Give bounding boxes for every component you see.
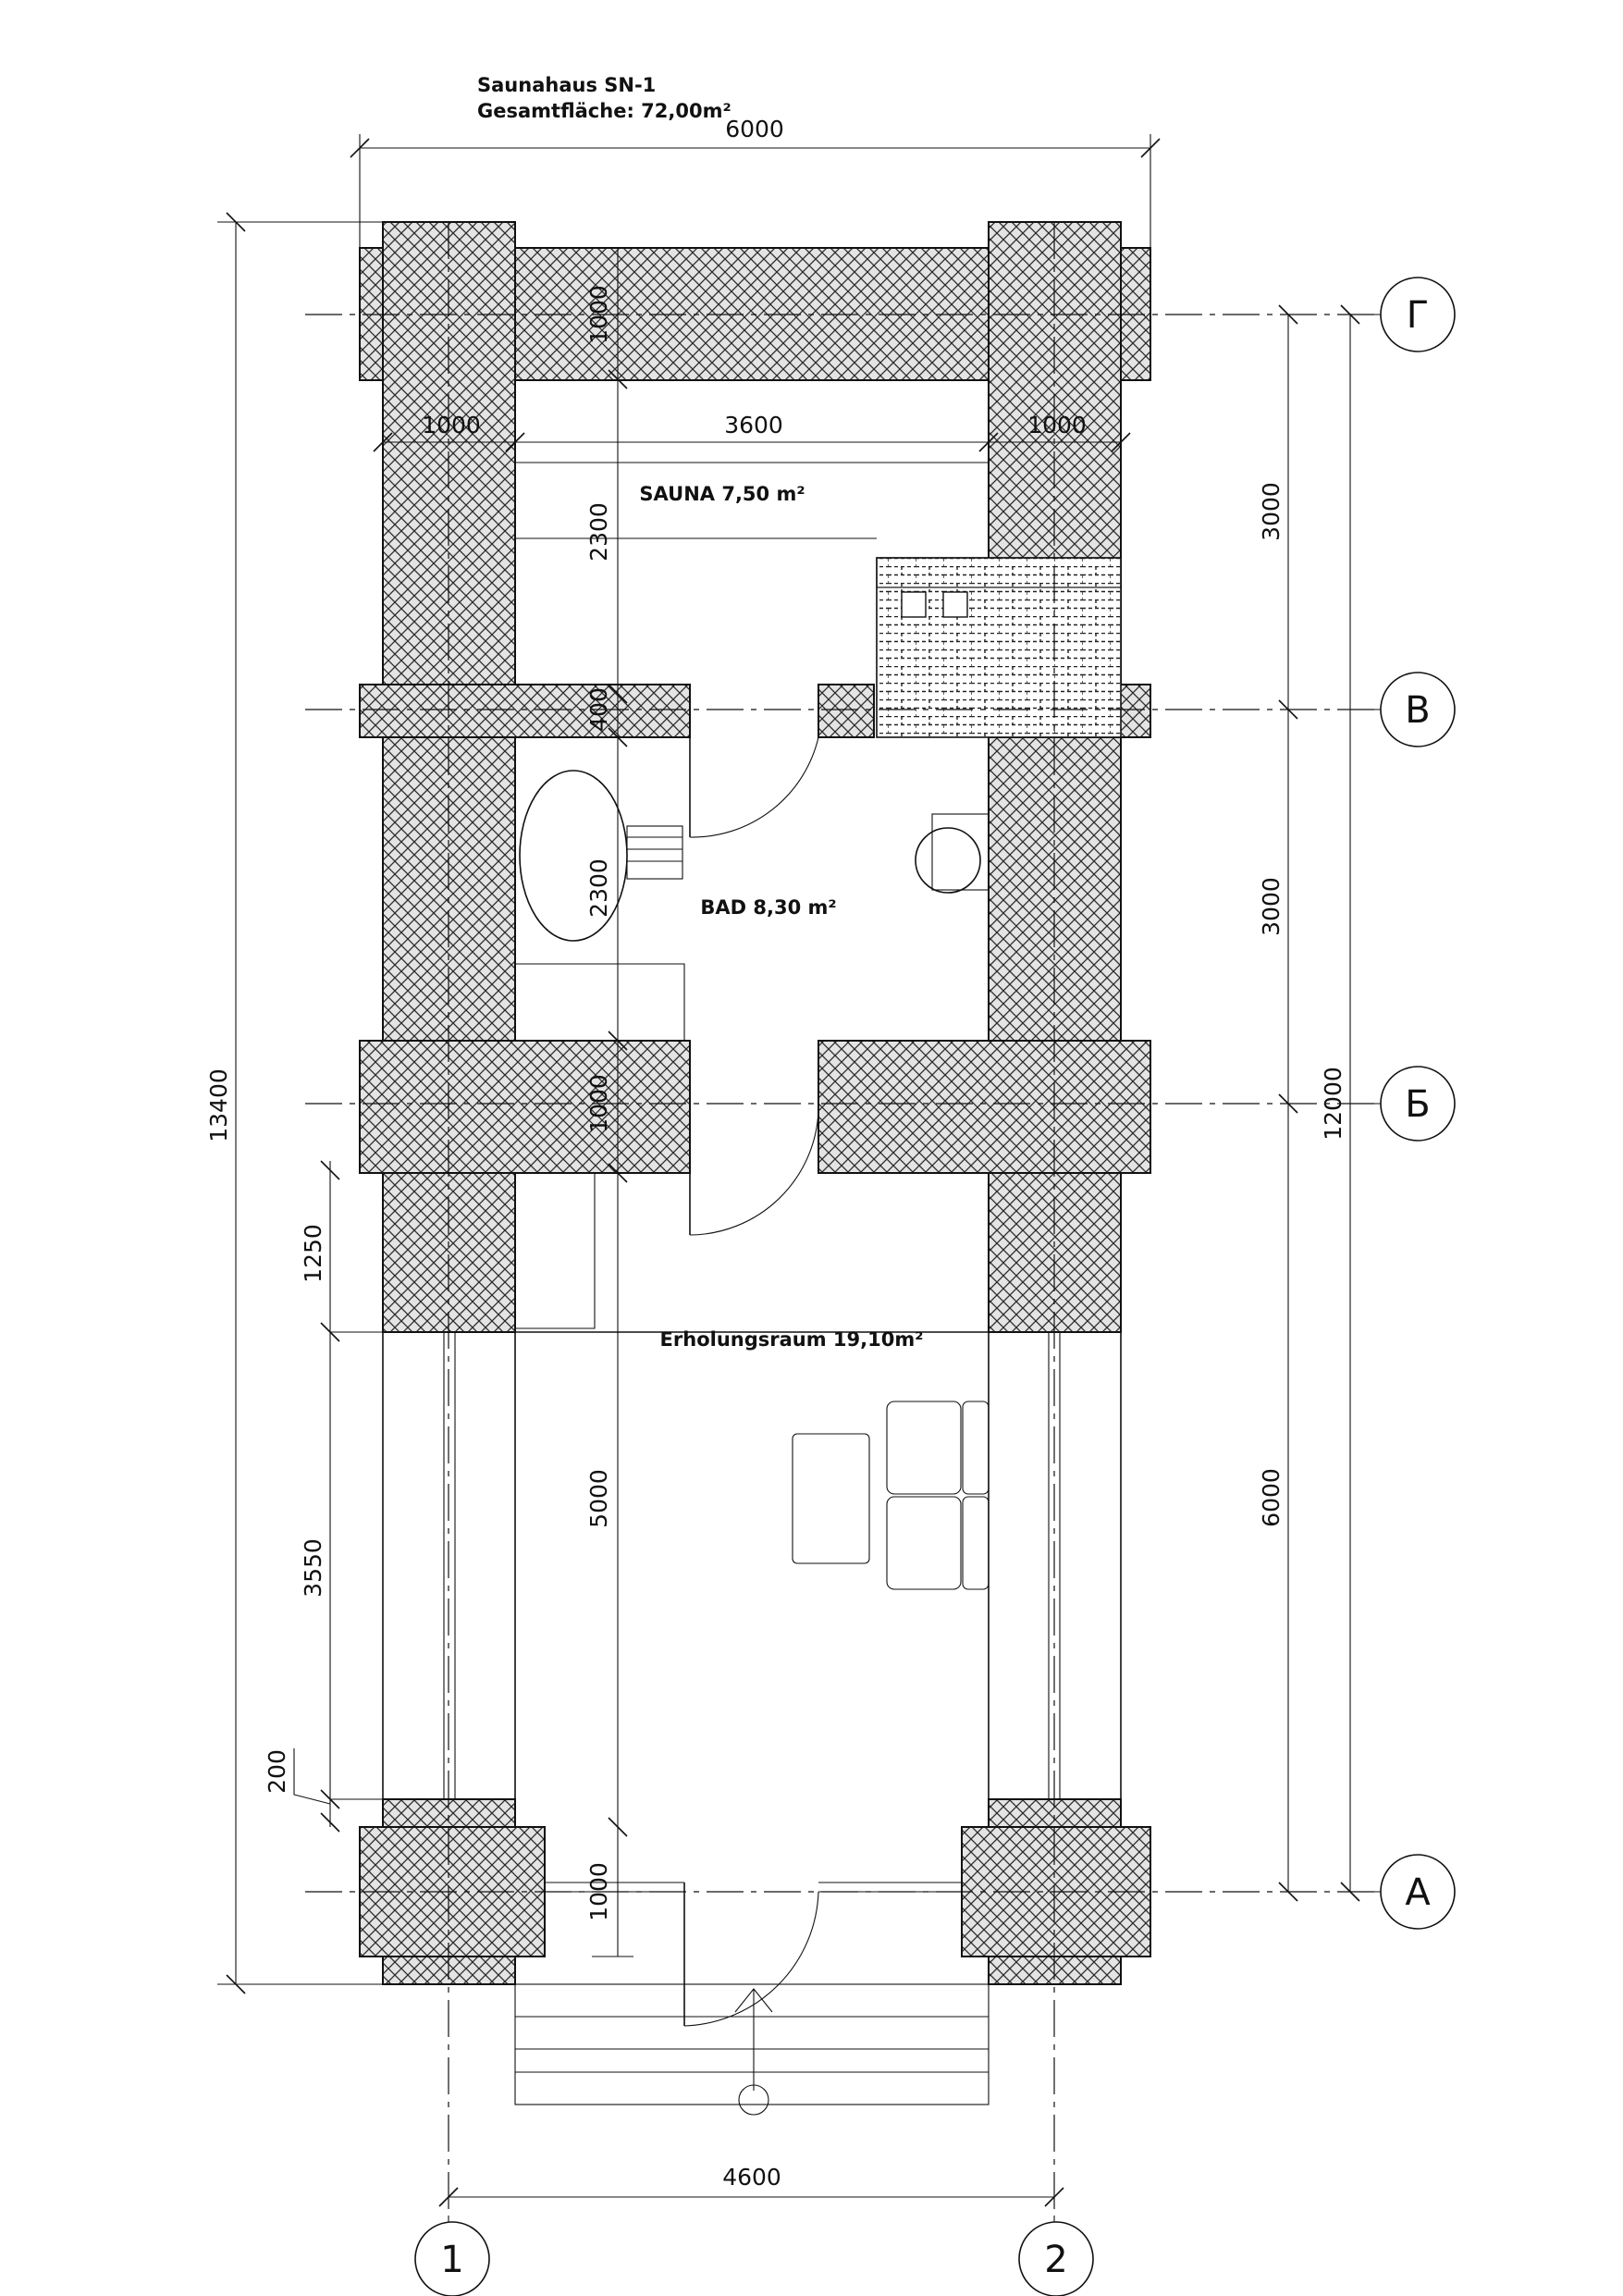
dim-left-3550: 3550 (300, 1538, 326, 1598)
stove-vent-left (901, 591, 927, 618)
dim-bay-g-v: 3000 (1258, 482, 1285, 541)
dim-bay-v-b: 3000 (1258, 877, 1285, 936)
dim-overall-height: 13400 (205, 1068, 232, 1142)
table (792, 1433, 870, 1564)
sofa-seat-1 (886, 1401, 962, 1495)
dim-rest-depth: 5000 (585, 1469, 612, 1528)
plan-total-area: Gesamtfläche: 72,00m² (477, 100, 732, 122)
axis-markers: Г В Б А 1 2 (414, 277, 1456, 2296)
dim-top-wall: 1000 (585, 285, 612, 344)
axis-label-g: Г (1407, 294, 1429, 337)
dim-bottom-width: 4600 (722, 2164, 781, 2191)
dim-axes-total: 12000 (1320, 1067, 1346, 1141)
sofa-arm-2 (962, 1496, 990, 1590)
stove-vent-right (942, 591, 968, 618)
room-label-bath: BAD 8,30 m² (700, 896, 836, 919)
wall-partition-v-right (818, 684, 875, 738)
dim-left-200: 200 (264, 1749, 290, 1794)
dim-bay-b-a: 6000 (1258, 1468, 1285, 1527)
axis-label-b: Б (1405, 1083, 1430, 1126)
wall-partition-b-left (359, 1040, 691, 1174)
axis-label-1: 1 (440, 2239, 463, 2281)
dim-inner-left: 1000 (422, 412, 481, 438)
room-label-rest: Erholungsraum 19,10m² (660, 1328, 924, 1351)
wall-partition-b-right (818, 1040, 1151, 1174)
axis-label-a: А (1405, 1871, 1431, 1914)
sofa-arm-1 (962, 1401, 990, 1495)
wall-partition-v-left (359, 684, 691, 738)
toilet-tank (931, 813, 990, 891)
axis-circle-b (1380, 1066, 1456, 1142)
sauna-stove (876, 557, 1122, 738)
doors (683, 712, 819, 2027)
axis-circle-a (1380, 1854, 1456, 1930)
dim-inner-width: 3600 (724, 412, 783, 438)
entrance-steps (514, 1983, 990, 2116)
rest-cabinet (515, 1173, 596, 1329)
dim-bottom-wall: 1000 (585, 1862, 612, 1921)
axis-circle-2 (1018, 2221, 1094, 2296)
bath-shower-tray (515, 963, 685, 1041)
axis-circle-v (1380, 672, 1456, 747)
axis-label-v: В (1405, 689, 1430, 732)
dim-partition-1: 400 (585, 687, 612, 732)
dim-left-1250: 1250 (300, 1224, 326, 1283)
toilet (915, 827, 981, 894)
plan-title: Saunahaus SN-1 (477, 74, 657, 96)
dim-sauna-depth: 2300 (585, 502, 612, 562)
sofa-seat-2 (886, 1496, 962, 1590)
dim-inner-right: 1000 (1027, 412, 1087, 438)
dim-partition-2: 1000 (585, 1074, 612, 1133)
axis-circle-1 (414, 2221, 490, 2296)
axis-circle-g (1380, 277, 1456, 352)
dim-top-width: 6000 (725, 116, 784, 142)
dimension-lines (217, 134, 1360, 2207)
bath-step (626, 825, 683, 880)
dim-bath-depth: 2300 (585, 858, 612, 918)
axis-lines (305, 222, 1378, 2216)
axis-label-2: 2 (1044, 2239, 1067, 2281)
room-label-sauna: SAUNA 7,50 m² (639, 483, 805, 505)
